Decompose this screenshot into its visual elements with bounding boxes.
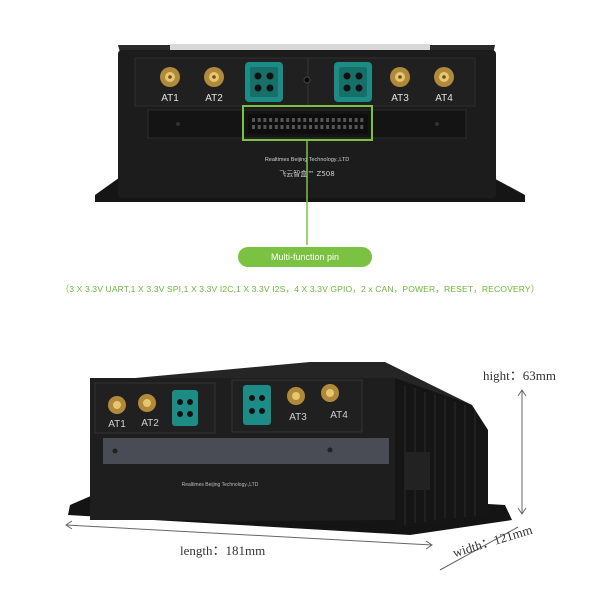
header-pin <box>257 125 261 129</box>
model-label: 飞云智盒™ Z508 <box>279 169 334 178</box>
header-pin <box>360 118 364 122</box>
header-pin <box>303 125 307 129</box>
header-pin <box>360 125 364 129</box>
multi-function-pin-label: Multi-function pin <box>238 247 372 267</box>
cover-screw-left <box>112 448 118 454</box>
header-pin <box>354 118 358 122</box>
antenna-connector-at3 <box>390 67 410 87</box>
device-front-view: AT1 AT2 AT3 AT4 Realtimes Beijing Techno… <box>95 44 525 245</box>
header-pin <box>303 118 307 122</box>
header-pin <box>274 125 278 129</box>
header-pin <box>263 125 267 129</box>
antenna-connector-at4 <box>434 67 454 87</box>
header-pin <box>314 125 318 129</box>
length-line <box>65 524 433 546</box>
header-pin <box>297 125 301 129</box>
header-pin <box>348 118 352 122</box>
multi-function-pin-description: （3 X 3.3V UART,1 X 3.3V SPI,1 X 3.3V I2C… <box>60 284 540 294</box>
heatsink-fins <box>404 385 476 525</box>
fakra-connector-left <box>245 62 283 102</box>
header-pin <box>320 118 324 122</box>
antenna-connector-b-at3 <box>287 387 305 405</box>
port-label-at1: AT1 <box>161 93 179 104</box>
company-label: Realtimes Beijing Technology.,LTD <box>265 157 349 163</box>
dimension-lines <box>65 389 527 571</box>
header-pin <box>326 118 330 122</box>
fakra-connector-b-right <box>243 385 271 425</box>
port-label-b-at4: AT4 <box>330 410 348 421</box>
header-pin <box>337 125 341 129</box>
port-label-at4: AT4 <box>435 93 453 104</box>
header-pin <box>354 125 358 129</box>
screw-left <box>176 122 180 126</box>
port-label-at3: AT3 <box>391 93 409 104</box>
company-label-bottom: Realtimes Beijing Technology.,LTD <box>182 482 259 488</box>
antenna-connector-at1 <box>160 67 180 87</box>
header-pin <box>280 118 284 122</box>
port-label-b-at2: AT2 <box>141 418 159 429</box>
fakra-connector-b-left <box>172 390 198 426</box>
indicator-hole <box>303 76 311 84</box>
pin-cover-panel <box>103 438 389 464</box>
header-pin <box>252 125 255 129</box>
header-pin <box>343 125 347 129</box>
antenna-connector-b-at1 <box>108 396 126 414</box>
header-pin <box>291 118 295 122</box>
pin-header <box>248 114 368 134</box>
device-perspective-view: AT1 AT2 AT3 AT4 Realtimes Beijing Techno… <box>65 362 527 571</box>
cover-screw-right <box>327 447 333 453</box>
antenna-connector-at2 <box>204 67 224 87</box>
header-pin <box>291 125 295 129</box>
pin-header-pins <box>252 118 364 129</box>
height-dimension: hight：63mm <box>483 368 556 383</box>
header-pin <box>337 118 341 122</box>
header-pin <box>309 125 312 129</box>
header-pin <box>331 125 335 129</box>
screw-right <box>435 122 439 126</box>
length-dimension: length：181mm <box>180 543 266 558</box>
header-pin <box>309 118 312 122</box>
header-pin <box>326 125 330 129</box>
header-pin <box>269 125 273 129</box>
header-pin <box>314 118 318 122</box>
header-pin <box>320 125 324 129</box>
fakra-connector-right <box>334 62 372 102</box>
header-pin <box>297 118 301 122</box>
header-pin <box>343 118 347 122</box>
heatsink-top <box>170 44 430 50</box>
header-pin <box>274 118 278 122</box>
port-label-b-at3: AT3 <box>289 412 307 423</box>
header-pin <box>263 118 267 122</box>
header-pin <box>280 125 284 129</box>
width-line <box>439 526 519 571</box>
port-label-b-at1: AT1 <box>108 419 126 430</box>
antenna-connector-b-at4 <box>321 384 339 402</box>
header-pin <box>252 118 255 122</box>
header-pin <box>286 118 290 122</box>
side-port-cutout <box>405 452 430 490</box>
header-pin <box>257 118 261 122</box>
header-pin <box>331 118 335 122</box>
header-pin <box>348 125 352 129</box>
port-label-at2: AT2 <box>205 93 223 104</box>
header-pin <box>286 125 290 129</box>
antenna-connector-b-at2 <box>138 394 156 412</box>
header-pin <box>269 118 273 122</box>
